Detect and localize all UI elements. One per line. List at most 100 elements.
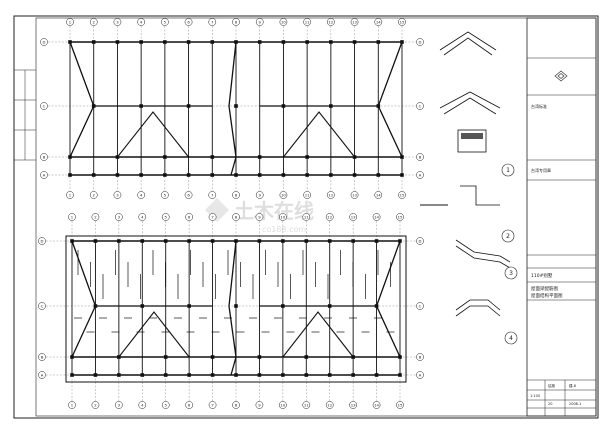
axis-label: 14 — [376, 19, 381, 24]
column — [352, 173, 357, 177]
axis-label: 8 — [235, 192, 238, 197]
axis-bubble — [91, 401, 100, 409]
column — [210, 173, 215, 177]
axis-label: C — [43, 103, 46, 108]
axis-label: 9 — [258, 214, 261, 219]
column — [257, 239, 262, 243]
axis-bubble — [279, 18, 288, 26]
column — [329, 40, 333, 44]
axis-bubble — [350, 191, 359, 199]
axis-label: 2 — [94, 402, 97, 407]
column — [234, 373, 238, 377]
axis-label: C — [419, 303, 422, 308]
title-field-1: 台湾标准 — [531, 103, 547, 109]
axis-bubble — [303, 191, 311, 199]
column — [400, 155, 404, 159]
axis-label: D — [43, 39, 46, 44]
detail-bubble — [504, 266, 518, 280]
axis-label: 5 — [164, 192, 167, 197]
axis-bubble — [416, 171, 424, 179]
column — [351, 373, 355, 377]
svg-text:co188.com: co188.com — [262, 225, 306, 234]
axis-label: 5 — [164, 19, 167, 24]
firm-logo-icon — [554, 70, 568, 82]
axis-label: 14 — [374, 402, 379, 407]
column — [210, 40, 215, 44]
axis-bubble — [232, 213, 240, 221]
axis-label: 3 — [116, 19, 119, 24]
axis-label: 5 — [165, 214, 168, 219]
axis-label: A — [419, 372, 422, 377]
axis-label: 7 — [211, 214, 214, 219]
axis-label: 13 — [351, 402, 356, 407]
column — [186, 173, 191, 177]
column — [186, 104, 191, 108]
axis-bubble — [255, 401, 264, 409]
column — [351, 239, 355, 243]
axis-label: B — [419, 154, 422, 159]
column — [234, 239, 238, 243]
drawing-title-line-1: 屋面梁配筋图 — [531, 285, 558, 292]
column — [140, 304, 145, 308]
watermark-logo-icon — [205, 198, 229, 222]
axis-bubble — [115, 213, 123, 221]
column — [329, 173, 333, 177]
axis-bubble — [255, 18, 264, 26]
column — [304, 239, 309, 243]
axis-bubble — [161, 191, 169, 199]
column — [91, 173, 96, 177]
valley-beam — [228, 41, 237, 176]
column — [93, 373, 98, 377]
column — [352, 40, 357, 44]
axis-label: 6 — [188, 214, 191, 219]
axis-bubble — [302, 213, 311, 221]
ridge-detail — [443, 37, 493, 56]
column — [210, 355, 215, 359]
axis-bubble — [40, 38, 48, 46]
axis-bubble — [208, 401, 217, 409]
axis-bubble — [208, 191, 217, 199]
column — [305, 155, 309, 159]
axis-bubble — [113, 191, 122, 199]
axis-bubble — [161, 401, 170, 409]
axis-bubble — [302, 401, 311, 409]
column — [327, 304, 332, 308]
axis-label: 2 — [93, 192, 96, 197]
axis-bubble — [327, 191, 335, 199]
title-field-2: 台湾专用章 — [531, 167, 551, 173]
axis-label: 10 — [280, 402, 285, 407]
row-c-value: 20 — [548, 402, 552, 406]
axis-label: 10 — [280, 214, 285, 219]
axis-bubble — [138, 401, 147, 409]
column — [186, 40, 191, 44]
axis-label: C — [41, 303, 44, 308]
column — [117, 373, 121, 377]
column — [374, 373, 379, 377]
column — [68, 173, 72, 177]
axis-bubble — [184, 18, 193, 26]
column — [234, 304, 238, 308]
hip-beam — [377, 105, 403, 158]
axis-bubble — [255, 213, 264, 221]
axis-label: 4 — [141, 214, 144, 219]
column — [115, 40, 120, 44]
axis-bubble — [396, 401, 404, 409]
axis-bubble — [184, 191, 193, 199]
detail-bubble — [501, 229, 515, 243]
column — [234, 40, 238, 44]
hip-beam — [116, 111, 190, 158]
axis-bubble — [398, 191, 406, 199]
axis-label: 1 — [71, 402, 74, 407]
slab-bend-detail — [455, 299, 501, 311]
axis-label: 1 — [71, 214, 74, 219]
column — [234, 173, 238, 177]
axis-label: 11 — [304, 214, 309, 219]
column — [281, 104, 286, 108]
axis-bubble — [279, 191, 288, 199]
axis-bubble — [349, 213, 357, 221]
axis-label: 15 — [400, 19, 405, 24]
hip-beam — [282, 111, 356, 158]
detail-label: 2 — [506, 233, 510, 240]
hip-beam — [71, 240, 97, 307]
